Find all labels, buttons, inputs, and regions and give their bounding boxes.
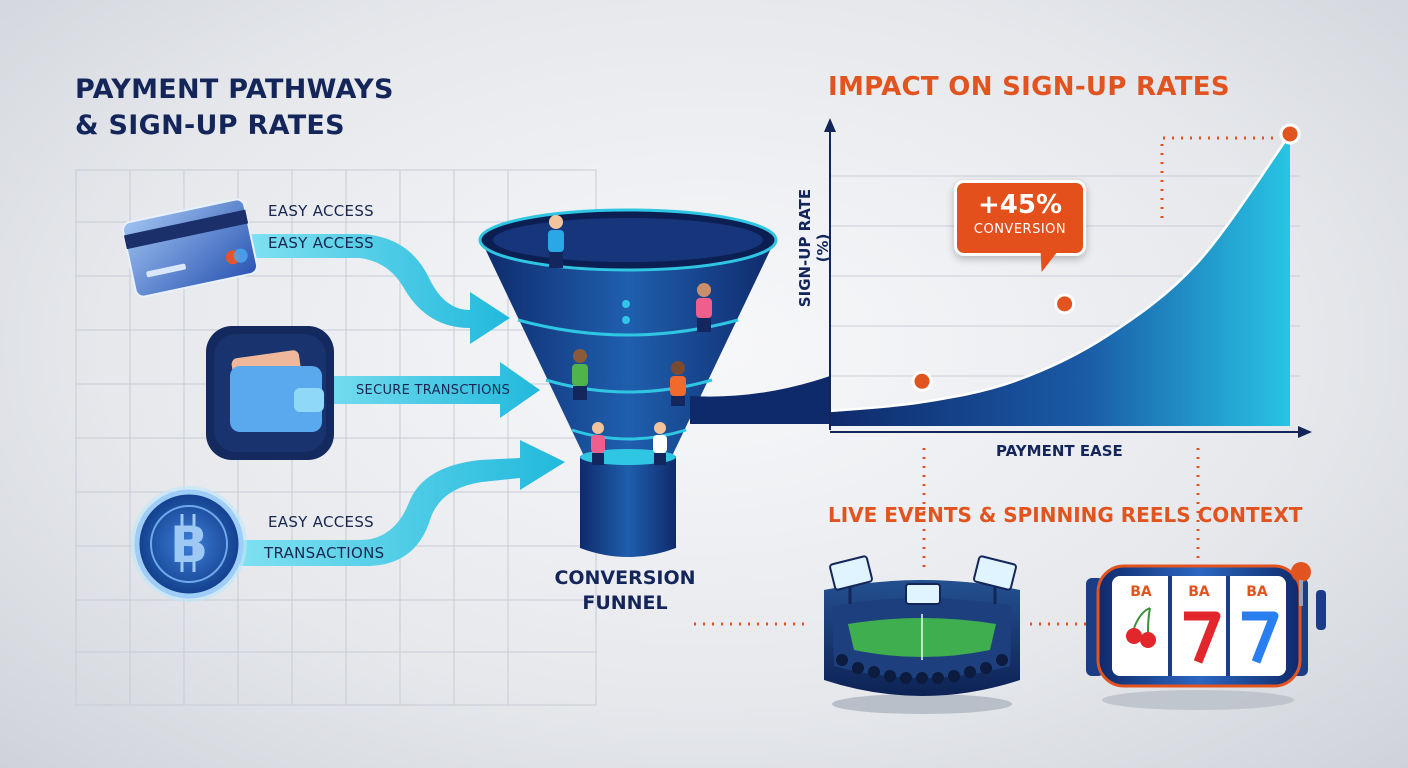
cherry-icon (1126, 607, 1156, 648)
pathway-1-label-top: EASY ACCESS (268, 202, 374, 220)
conversion-callout: +45% CONVERSION (954, 180, 1086, 256)
person-figure (670, 361, 686, 406)
conversion-funnel (478, 208, 778, 557)
chart-area (830, 133, 1290, 426)
stadium-icon (824, 555, 1020, 714)
callout-value: +45% (977, 190, 1063, 220)
person-figure (653, 422, 667, 465)
pathway-arrow-2 (300, 362, 540, 418)
slot-symbol: BA (1130, 584, 1152, 600)
chart-point (1054, 293, 1076, 315)
person-figure (572, 349, 588, 400)
pathway-3-label-arrow: TRANSACTIONS (264, 544, 385, 562)
funnel-flow (690, 376, 830, 424)
svg-text:B: B (170, 516, 208, 574)
funnel-label-line1: CONVERSION (554, 567, 696, 589)
slot-symbol: BA (1246, 584, 1268, 600)
chart-point (911, 370, 933, 392)
seven-icon (1184, 611, 1221, 664)
person-figure (591, 422, 605, 465)
left-title-line2: & SIGN-UP RATES (75, 110, 345, 141)
context-title: LIVE EVENTS & SPINNING REELS CONTEXT (828, 503, 1303, 527)
slot-machine-icon: BA BA BA (1086, 562, 1326, 710)
left-title-line1: PAYMENT PATHWAYS (75, 74, 394, 105)
x-axis-arrow (1298, 426, 1312, 438)
wallet-icon (206, 326, 334, 460)
chart-title: IMPACT ON SIGN-UP RATES (828, 72, 1230, 102)
pathway-1-label-arrow: EASY ACCESS (268, 234, 374, 252)
person-figure (548, 215, 564, 268)
y-axis-arrow (824, 118, 836, 132)
pathway-arrow-1 (250, 234, 510, 344)
chart-point (1279, 123, 1301, 145)
pathway-3-label-top: EASY ACCESS (268, 513, 374, 531)
bitcoin-icon: B (131, 486, 247, 602)
funnel-label: CONVERSION FUNNEL (540, 566, 710, 616)
seven-icon (1242, 611, 1279, 664)
person-figure (696, 283, 712, 332)
dotted-connectors (694, 136, 1276, 626)
pathway-2-label-arrow: SECURE TRANSCTIONS (356, 383, 511, 398)
pathway-arrow-3 (240, 440, 565, 566)
callout-text: CONVERSION (973, 222, 1067, 237)
funnel-label-line2: FUNNEL (582, 592, 668, 614)
chart-line (829, 133, 1292, 413)
credit-card-icon (121, 198, 259, 298)
slot-symbol: BA (1188, 584, 1210, 600)
x-axis-label: PAYMENT EASE (996, 442, 1123, 460)
left-title: PAYMENT PATHWAYS & SIGN-UP RATES (75, 72, 394, 144)
